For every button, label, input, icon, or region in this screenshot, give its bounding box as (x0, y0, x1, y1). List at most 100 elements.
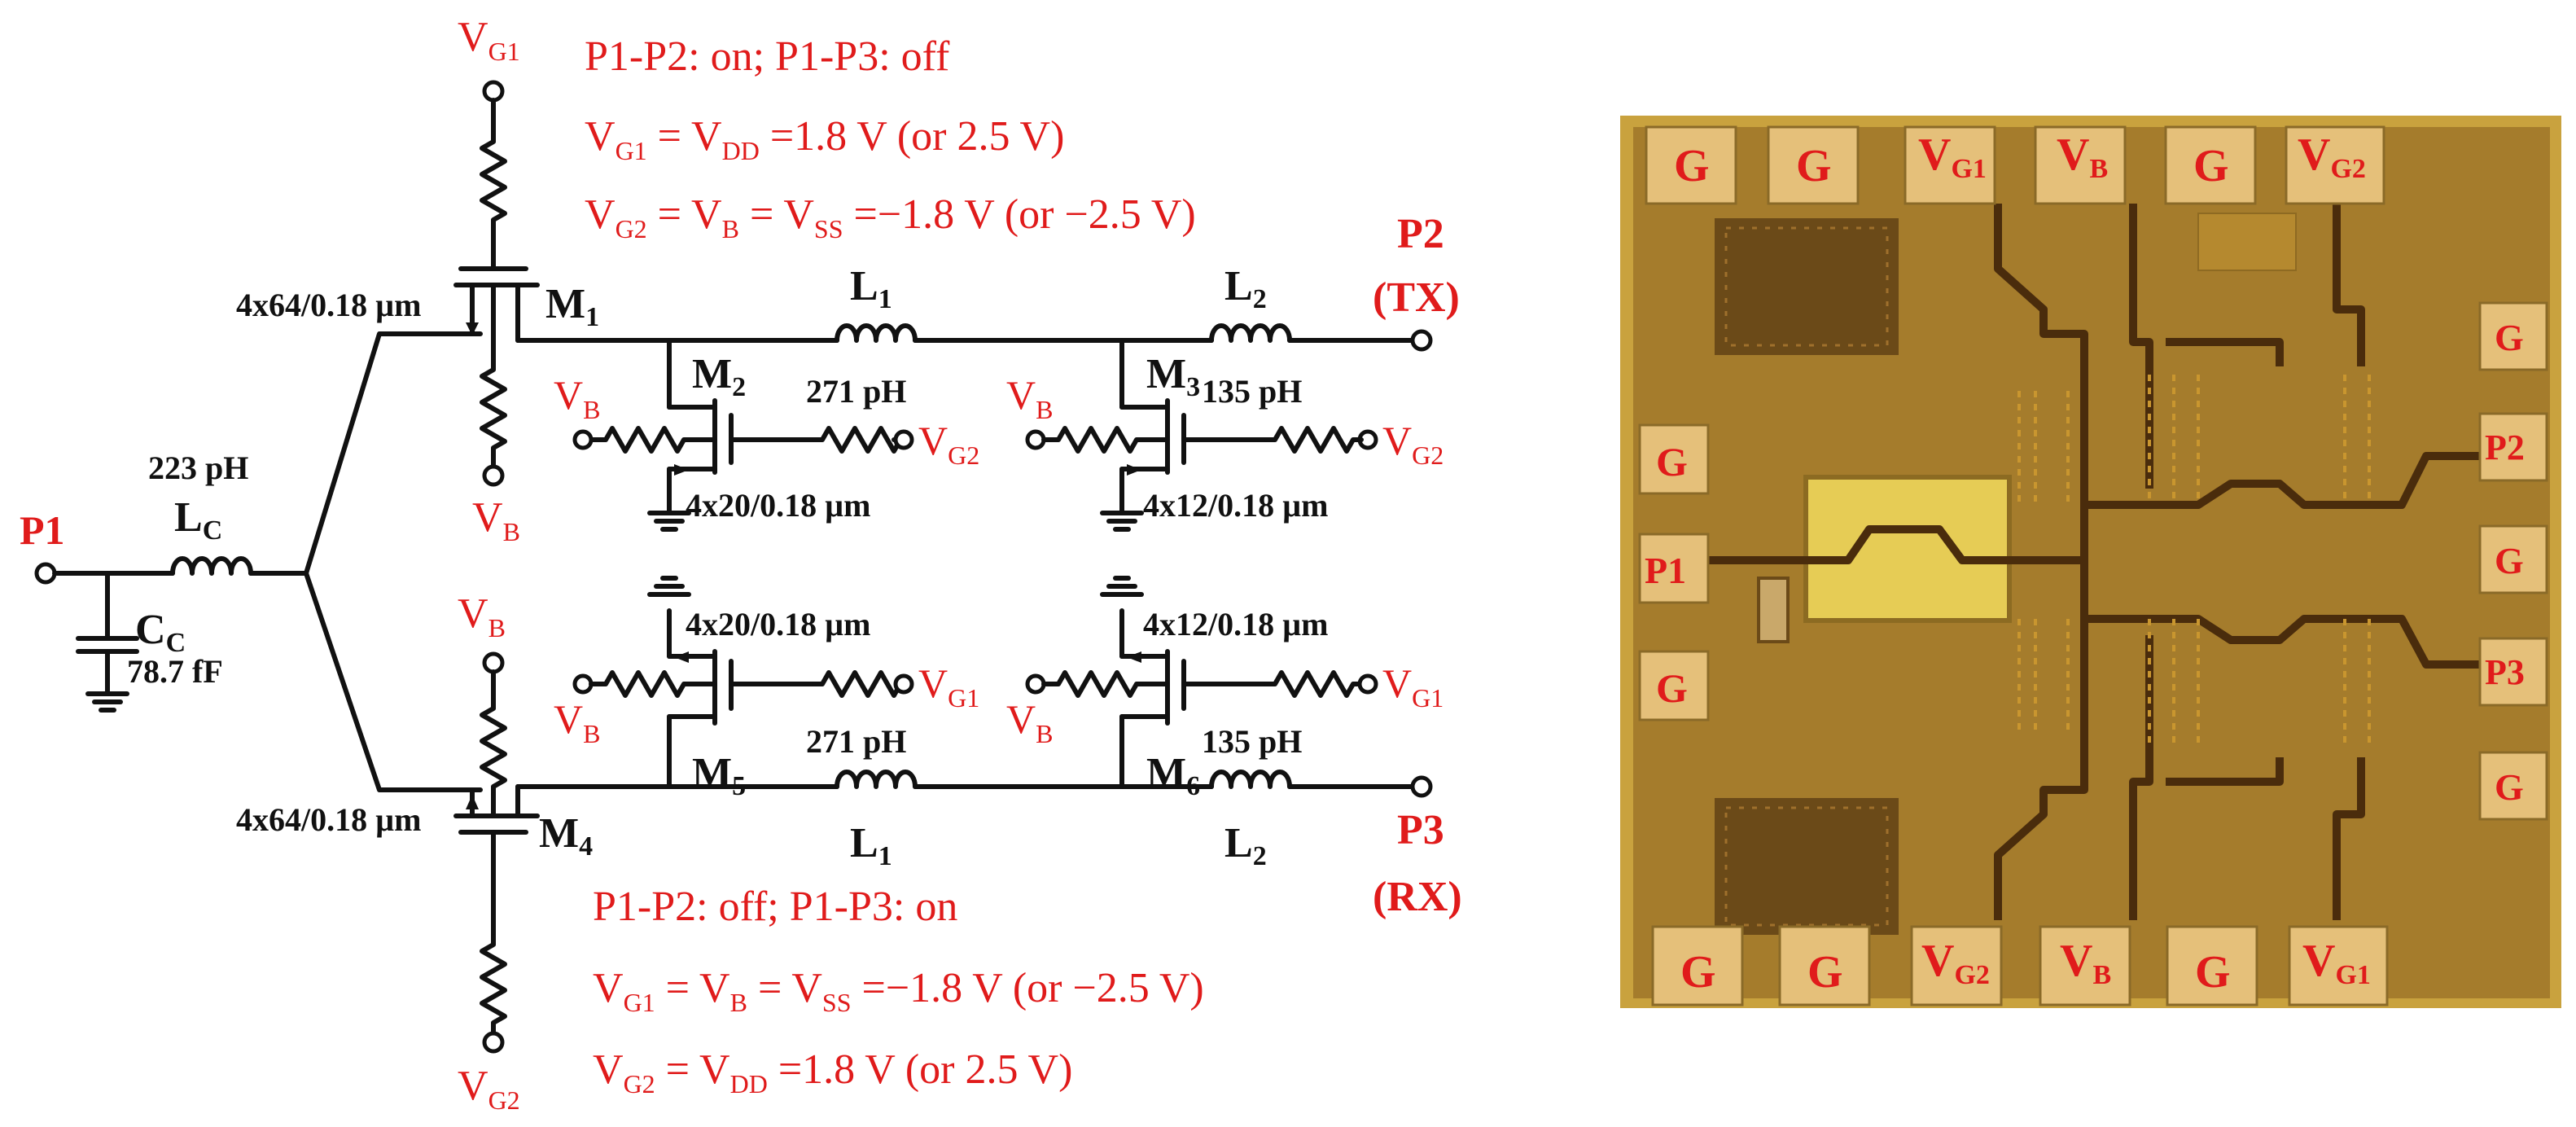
m4-arrow (466, 795, 479, 809)
tx-mode-text: P1-P2: on; P1-P3: off VG1 = VDD =1.8 V (… (585, 33, 1196, 243)
m5-arrow (674, 651, 689, 663)
chip-photo: G G VG1 VB G VG2 G G VG2 VB G VG1 (1620, 116, 2561, 1008)
m4-gate-resistor (482, 936, 505, 1031)
bottom-pad-5 (2166, 925, 2258, 1006)
left-pad-1-label: G (1656, 439, 1688, 485)
l1-upper-value: 271 pH (806, 373, 906, 410)
m1-arrow (466, 322, 479, 335)
inductor-l2-lower (1211, 772, 1290, 787)
bottom-pad-3-label: VG2 (1921, 936, 1990, 990)
right-pad-1-label: G (2495, 317, 2524, 358)
m5-vb-label: VB (554, 696, 600, 748)
m1-label: M1 (545, 281, 599, 332)
lc-label: LC (174, 494, 222, 546)
right-pad-2 (2478, 412, 2548, 482)
m3-ground-icon (1102, 513, 1141, 529)
m1-gate-bias-label: VG1 (458, 14, 520, 66)
bottom-pad-1-label: G (1680, 947, 1716, 998)
port-p2-terminal (1410, 329, 1433, 352)
l2-upper-value: 135 pH (1202, 373, 1302, 410)
m1-size: 4x64/0.18 µm (236, 287, 421, 323)
m3-vg2-label: VG2 (1382, 418, 1444, 470)
m6-body-resistor (1050, 673, 1145, 695)
vb-bias-trace-bottom (2129, 635, 2153, 920)
m2-label: M2 (692, 351, 746, 402)
inductor-l1-upper (837, 326, 915, 340)
m5-vg1-terminal (893, 673, 914, 695)
bottom-pad-2-label: G (1807, 947, 1843, 998)
m4-gate-bias-label: VG2 (458, 1063, 520, 1115)
dummy-fill-top (1715, 218, 1899, 355)
l1-lower-value: 271 pH (806, 723, 906, 760)
m6-vb-label: VB (1006, 696, 1053, 748)
m4-label: M4 (539, 810, 593, 862)
right-pad-5-label: G (2495, 766, 2524, 808)
l1-lower-label: L1 (850, 820, 892, 871)
vg2-terminal-bottom (482, 1031, 505, 1054)
m6-arrow (1127, 651, 1141, 663)
top-pads: G G VG1 VB G VG2 (1645, 125, 2385, 205)
inductor-lc (173, 559, 251, 573)
l2-lower-value: 135 pH (1202, 723, 1302, 760)
m1-vb-terminal (482, 464, 505, 487)
top-pad-5 (2164, 125, 2257, 205)
rx-mode-text: P1-P2: off; P1-P3: on VG1 = VB = VSS =−1… (593, 884, 1204, 1098)
branch-lower (304, 571, 483, 792)
m5-body-resistor (598, 673, 692, 695)
bottom-pad-6 (2288, 925, 2389, 1006)
left-pad-1 (1638, 423, 1710, 495)
top-pad-5-label: G (2193, 141, 2229, 191)
branch-upper (304, 331, 483, 576)
bottom-pad-1 (1651, 925, 1744, 1006)
port-p3-label: P3 (1397, 807, 1444, 853)
right-pad-4 (2478, 637, 2548, 707)
bottom-pad-2 (1778, 925, 1871, 1006)
m6-gate-resistor (1267, 673, 1361, 695)
top-pad-6 (2285, 125, 2385, 205)
m2-arrow (674, 464, 689, 476)
m4-vb-terminal (482, 651, 505, 674)
port-p3-terminal (1410, 775, 1433, 798)
m4-vb-label: VB (458, 590, 506, 642)
m5-vg1-label: VG1 (918, 660, 979, 713)
m2-vb-terminal (572, 429, 594, 450)
top-pad-1-label: G (1674, 141, 1710, 191)
m5-size: 4x20/0.18 µm (686, 606, 870, 642)
left-pad-2 (1638, 533, 1710, 604)
rx-mode-eq1: VG1 = VB = VSS =−1.8 V (or −2.5 V) (593, 965, 1204, 1017)
l2-upper-label: L2 (1224, 263, 1267, 314)
cc-label: CC (135, 607, 186, 658)
inductor-l2-upper (1211, 326, 1290, 340)
rx-mode-eq2: VG2 = VDD =1.8 V (or 2.5 V) (593, 1046, 1072, 1098)
m2-body-resistor (598, 428, 692, 451)
cc-ground-icon (88, 694, 127, 710)
switch-devices (2017, 375, 2371, 749)
m2-ground-icon (650, 513, 689, 529)
cc-value: 78.7 fF (127, 653, 223, 690)
right-pad-4-label: P3 (2485, 652, 2525, 692)
right-pads: G P2 G P3 G (2478, 301, 2548, 821)
m5-label: M5 (692, 750, 746, 801)
m3-label: M3 (1146, 351, 1200, 402)
right-pad-3 (2478, 524, 2548, 594)
m2-vg2-label: VG2 (918, 418, 979, 470)
tx-path-trace (2080, 452, 2493, 560)
l2-lower-label: L2 (1224, 820, 1267, 871)
vg1-bias-trace (1994, 204, 2088, 505)
m6-label: M6 (1146, 750, 1200, 801)
top-pad-2-label: G (1796, 141, 1832, 191)
vg2-bias-trace-bottom (1994, 619, 2088, 920)
dummy-fill-top-pattern (1724, 226, 1889, 347)
right-pad-3-label: G (2495, 540, 2524, 581)
left-pad-3 (1638, 650, 1710, 721)
port-p2-mode: (TX) (1373, 274, 1460, 321)
m3-vb-label: VB (1006, 372, 1053, 424)
schematic: P1-P2: on; P1-P3: off VG1 = VDD =1.8 V (… (20, 14, 1462, 1115)
top-pad-3 (1904, 125, 1996, 205)
cc-capacitor (1757, 577, 1790, 643)
port-p1-terminal (34, 562, 57, 585)
m5-ground-icon (650, 578, 689, 594)
bottom-pad-3 (1910, 925, 2003, 1006)
right-pad-5 (2478, 751, 2548, 821)
